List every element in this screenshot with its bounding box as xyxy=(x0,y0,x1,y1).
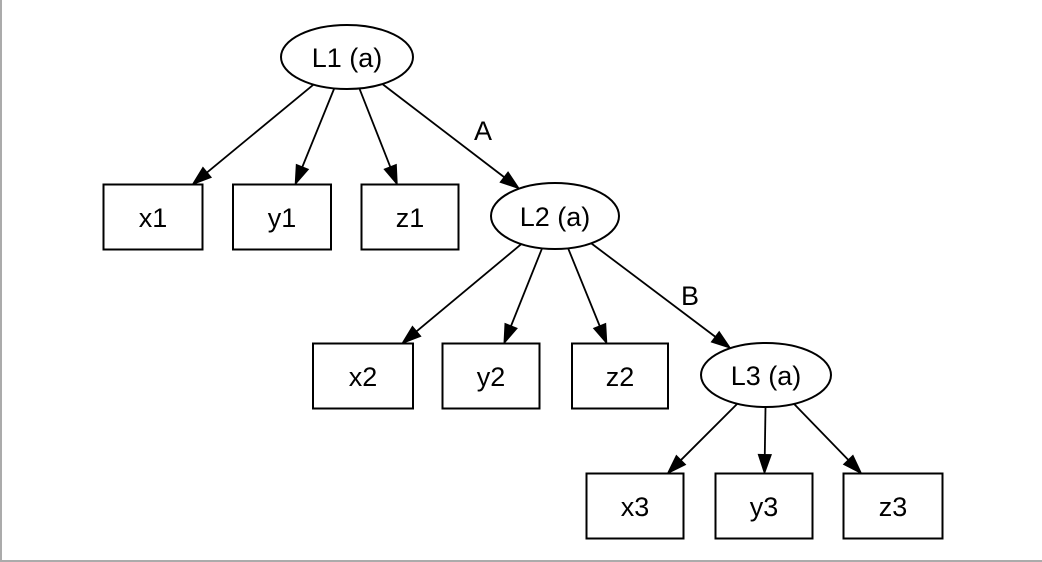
edge-line xyxy=(381,83,505,178)
node-z1: z1 xyxy=(360,183,460,251)
edge-L2-L3: B xyxy=(590,242,732,350)
node-label: z1 xyxy=(396,203,425,233)
arrowhead-icon xyxy=(503,322,518,345)
edge-L3-x3 xyxy=(666,403,738,475)
edge-line xyxy=(680,403,738,461)
latent-node-shape xyxy=(490,182,620,250)
observed-node-shape xyxy=(102,183,204,251)
observed-node-shape xyxy=(842,472,944,540)
edge-label-B: B xyxy=(681,281,699,311)
arrowhead-icon xyxy=(499,171,521,190)
edge-line xyxy=(567,247,601,327)
node-label: y2 xyxy=(477,362,506,392)
node-label: L3 (a) xyxy=(731,361,802,391)
edge-L1-z1 xyxy=(358,88,398,186)
edge-L1-x1 xyxy=(191,83,315,186)
observed-node-shape xyxy=(441,342,541,410)
node-y3: y3 xyxy=(714,472,814,540)
node-z2: z2 xyxy=(571,342,669,410)
edge-line xyxy=(206,83,315,174)
edge-line xyxy=(416,243,522,333)
edge-line xyxy=(510,247,543,327)
arrowhead-icon xyxy=(400,325,422,345)
node-x1: x1 xyxy=(102,183,204,251)
node-z3: z3 xyxy=(842,472,944,540)
observed-node-shape xyxy=(571,342,669,410)
edge-line xyxy=(590,242,716,338)
edge-L1-y1 xyxy=(294,88,336,186)
node-y1: y1 xyxy=(232,183,332,251)
edge-L3-z3 xyxy=(793,403,863,475)
latent-node-shape xyxy=(280,24,414,90)
arrowhead-icon xyxy=(842,454,863,475)
arrowhead-icon xyxy=(191,166,213,186)
observed-node-shape xyxy=(360,183,460,251)
edge-line xyxy=(793,403,849,461)
window-edge-bottom xyxy=(0,560,1042,562)
node-label: y3 xyxy=(750,492,779,522)
edge-line xyxy=(301,88,336,168)
arrowhead-icon xyxy=(383,163,398,186)
node-label: y1 xyxy=(268,203,297,233)
arrowhead-icon xyxy=(294,163,310,186)
edge-label-A: A xyxy=(474,116,492,146)
edge-L2-x2 xyxy=(400,243,522,345)
latent-node-shape xyxy=(700,342,832,408)
arrowhead-icon xyxy=(710,330,732,350)
observed-node-shape xyxy=(232,183,332,251)
arrowhead-icon xyxy=(757,453,772,476)
observed-node-shape xyxy=(714,472,814,540)
node-label: x1 xyxy=(139,203,168,233)
node-label: x3 xyxy=(621,492,650,522)
node-x3: x3 xyxy=(585,472,685,540)
observed-node-shape xyxy=(312,342,414,410)
node-y2: y2 xyxy=(441,342,541,410)
edge-L2-z2 xyxy=(567,247,608,345)
node-label: z2 xyxy=(606,362,635,392)
node-L3: L3 (a) xyxy=(700,342,832,408)
node-x2: x2 xyxy=(312,342,414,410)
window-edge-left xyxy=(0,0,2,562)
arrowhead-icon xyxy=(592,322,608,345)
node-label: x2 xyxy=(349,362,378,392)
edge-L3-y3 xyxy=(757,406,772,476)
node-label: L1 (a) xyxy=(312,43,383,73)
node-label: L2 (a) xyxy=(520,202,591,232)
node-L1: L1 (a) xyxy=(280,24,414,90)
edge-line xyxy=(763,406,767,455)
edge-L2-y2 xyxy=(503,247,543,345)
edge-L1-L2: A xyxy=(381,83,521,190)
edge-line xyxy=(358,88,392,168)
arrowhead-icon xyxy=(666,454,687,475)
node-label: z3 xyxy=(879,492,908,522)
node-L2: L2 (a) xyxy=(490,182,620,250)
observed-node-shape xyxy=(585,472,685,540)
